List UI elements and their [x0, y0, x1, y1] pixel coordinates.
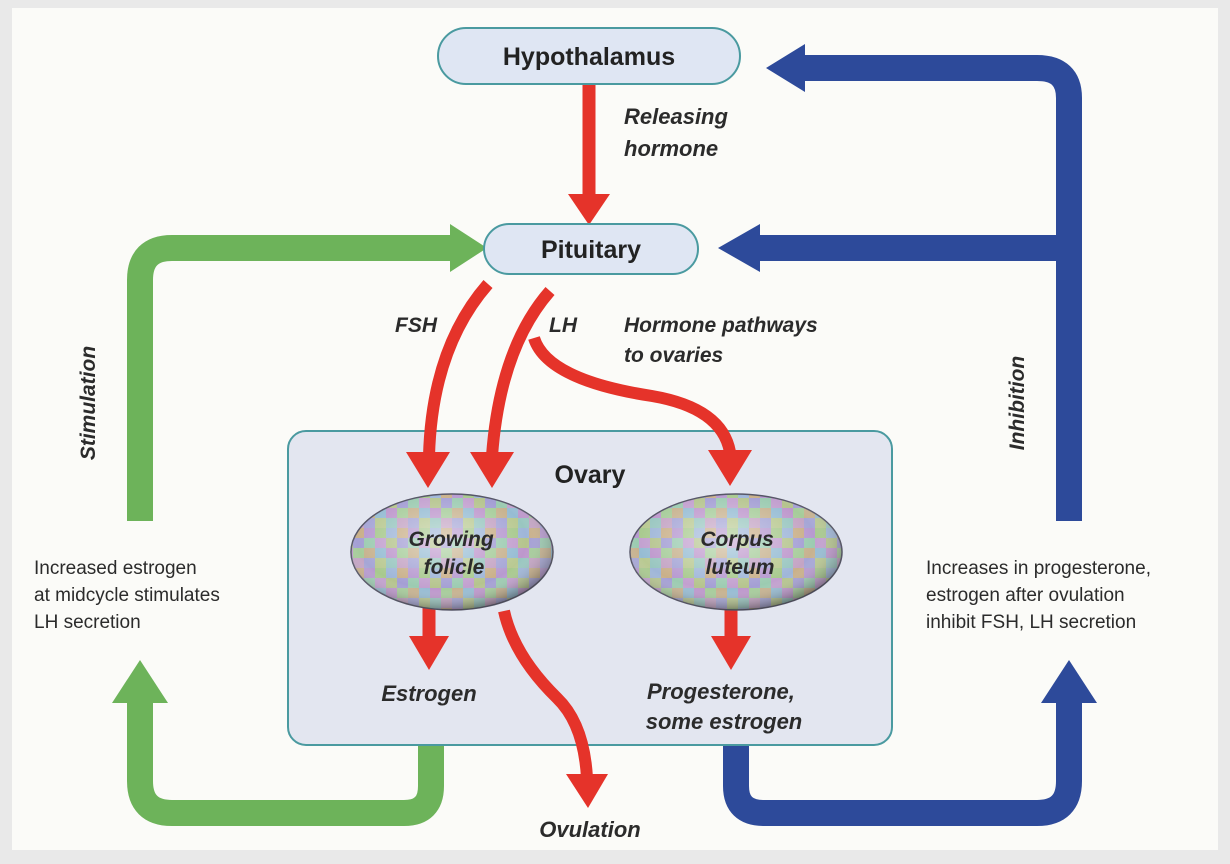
- ovulation-arrow: [498, 609, 593, 779]
- right-note: Increases in progesterone, estrogen afte…: [926, 558, 1156, 633]
- fsh-arrow: [423, 280, 493, 457]
- stimulation-upper-path: [127, 235, 452, 521]
- feedback-diagram: Hypothalamus Pituitary Ovary Growing fol…: [34, 27, 1156, 842]
- lh-follicle-arrowhead: [470, 452, 514, 488]
- progesterone-line2: some estrogen: [646, 709, 803, 734]
- releasing-hormone-arrowhead: [568, 194, 610, 225]
- pituitary-label: Pituitary: [541, 236, 641, 264]
- growing-follicle-label: Growing folicle: [408, 528, 499, 579]
- releasing-hormone-label: Releasing hormone: [624, 104, 734, 161]
- fsh-arrowhead: [406, 452, 450, 488]
- left-note: Increased estrogen at midcycle stimulate…: [34, 558, 225, 633]
- progesterone-arrowhead: [711, 636, 751, 670]
- ovulation-label: Ovulation: [539, 817, 640, 842]
- hormone-pathways-line2: to ovaries: [624, 344, 723, 367]
- diagram-canvas: Hypothalamus Pituitary Ovary Growing fol…: [12, 8, 1218, 850]
- growing-follicle-line1: Growing: [408, 528, 493, 551]
- inhibition-pituitary-arrowhead: [718, 224, 760, 272]
- corpus-luteum-label: Corpus luteum: [700, 528, 779, 579]
- left-note-line1: Increased estrogen: [34, 558, 197, 579]
- releasing-hormone-line1: Releasing: [624, 104, 728, 129]
- inhibition-top-arrowhead: [766, 44, 805, 92]
- left-note-line3: LH secretion: [34, 612, 141, 633]
- hormone-pathways-line1: Hormone pathways: [624, 314, 818, 337]
- releasing-hormone-line2: hormone: [624, 136, 718, 161]
- estrogen-arrowhead: [409, 636, 449, 670]
- growing-follicle-shading: [351, 494, 553, 610]
- left-note-line2: at midcycle stimulates: [34, 585, 220, 606]
- lh-arrow-corpus-luteum: [528, 335, 736, 454]
- lh-corpus-luteum-arrowhead: [708, 450, 752, 486]
- right-note-line1: Increases in progesterone,: [926, 558, 1151, 579]
- corpus-luteum-line1: Corpus: [700, 528, 774, 551]
- right-note-line2: estrogen after ovulation: [926, 585, 1125, 606]
- growing-follicle-line2: folicle: [424, 556, 485, 579]
- stimulation-label: Stimulation: [77, 346, 100, 460]
- stimulation-loop: [127, 701, 444, 826]
- corpus-luteum-line2: luteum: [706, 556, 775, 579]
- corpus-luteum-shading: [630, 494, 842, 610]
- hypothalamus-label: Hypothalamus: [503, 43, 675, 71]
- lh-label: LH: [549, 314, 578, 337]
- ovulation-arrowhead: [566, 774, 608, 808]
- fsh-label: FSH: [395, 314, 438, 337]
- inhibition-lower-arrowhead: [1041, 660, 1097, 703]
- estrogen-label: Estrogen: [381, 681, 476, 706]
- inhibition-loop: [723, 701, 1082, 826]
- right-note-line3: inhibit FSH, LH secretion: [926, 612, 1136, 633]
- inhibition-label: Inhibition: [1006, 356, 1029, 450]
- progesterone-line1: Progesterone,: [647, 679, 795, 704]
- stimulation-upper-arrowhead: [450, 224, 487, 272]
- ovary-label: Ovary: [555, 461, 626, 489]
- hormone-pathways-label: Hormone pathways to ovaries: [624, 314, 824, 367]
- progesterone-label: Progesterone, some estrogen: [646, 679, 803, 734]
- lh-arrow-follicle: [486, 287, 555, 457]
- inhibition-upper-path: [802, 55, 1082, 521]
- stimulation-lower-arrowhead: [112, 660, 168, 703]
- hypothalamus-node: [437, 27, 741, 85]
- pituitary-node: [483, 223, 699, 275]
